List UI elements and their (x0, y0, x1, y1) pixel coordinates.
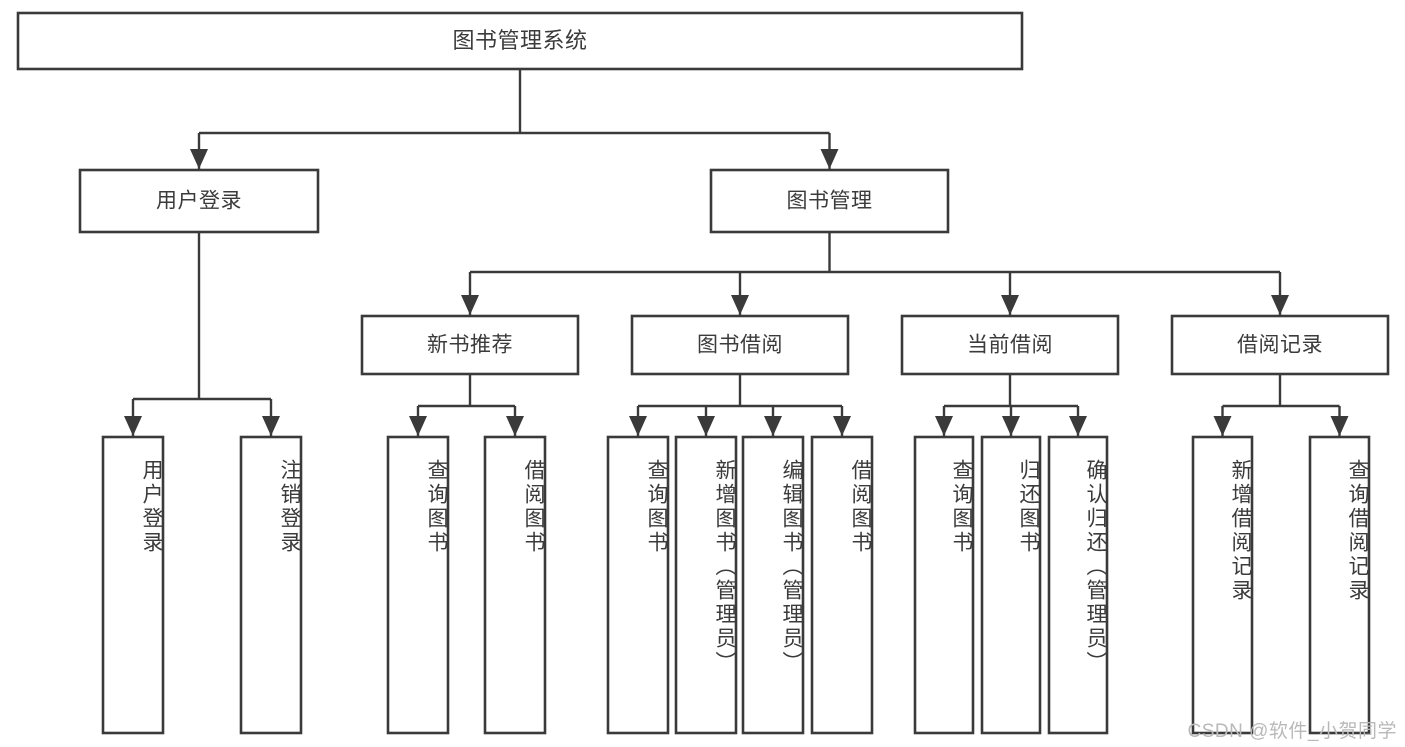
node-box-leaf-logout[interactable] (239, 435, 303, 735)
node-box-leaf-borrow-book-1[interactable] (483, 435, 547, 735)
arrow-head-icon (409, 416, 427, 436)
node-box-new-book-rec[interactable] (360, 314, 580, 376)
arrow-head-icon (1330, 416, 1349, 436)
node-box-leaf-add-record[interactable] (1191, 435, 1254, 735)
arrow-head-icon (697, 416, 715, 436)
arrow-head-icon (1069, 416, 1087, 436)
node-box-leaf-query-record[interactable] (1308, 435, 1371, 735)
arrow-head-icon (461, 295, 479, 315)
connector-layer (124, 69, 1349, 436)
node-box-current-borrow[interactable] (900, 314, 1120, 376)
arrow-head-icon (506, 416, 524, 436)
node-box-leaf-borrow-book-2[interactable] (810, 435, 874, 735)
node-label-user-login: 用户登录 (156, 190, 242, 213)
node-box-leaf-query-book-2[interactable] (606, 435, 670, 735)
node-label-book-manage: 图书管理 (787, 190, 873, 213)
node-box-leaf-query-book-1[interactable] (386, 435, 450, 735)
node-box-leaf-add-book[interactable] (674, 435, 738, 735)
csdn-watermark: CSDN @软件_小贺同学 (1187, 721, 1397, 742)
arrow-head-icon (190, 149, 208, 169)
node-box-book-borrow[interactable] (630, 314, 850, 376)
arrow-head-icon (262, 416, 280, 436)
arrow-head-icon (731, 295, 749, 315)
node-label-current-borrow: 当前借阅 (967, 334, 1053, 357)
arrow-head-icon (124, 416, 142, 436)
node-box-leaf-confirm-return[interactable] (1047, 435, 1109, 735)
node-box-book-manage[interactable] (709, 168, 950, 234)
node-box-user-login[interactable] (78, 168, 320, 234)
node-box-leaf-user-login[interactable] (101, 435, 165, 735)
arrow-head-icon (1002, 416, 1020, 436)
arrow-head-icon (935, 416, 953, 436)
arrow-head-icon (629, 416, 647, 436)
node-box-leaf-return-book[interactable] (980, 435, 1042, 735)
node-box-borrow-record[interactable] (1170, 314, 1390, 376)
node-box-leaf-query-book-3[interactable] (913, 435, 975, 735)
node-label-book-borrow: 图书借阅 (697, 334, 783, 357)
node-label-root: 图书管理系统 (452, 28, 587, 53)
arrow-head-icon (1271, 295, 1289, 315)
node-box-leaf-edit-book[interactable] (741, 435, 805, 735)
arrow-head-icon (1213, 416, 1232, 436)
node-label-borrow-record: 借阅记录 (1237, 334, 1323, 357)
node-box-layer (16, 11, 1390, 735)
arrow-head-icon (833, 416, 851, 436)
arrow-head-icon (764, 416, 782, 436)
arrow-head-icon (1001, 295, 1019, 315)
node-label-new-book-rec: 新书推荐 (427, 334, 513, 357)
node-box-root[interactable] (16, 11, 1024, 71)
arrow-head-icon (820, 149, 839, 169)
